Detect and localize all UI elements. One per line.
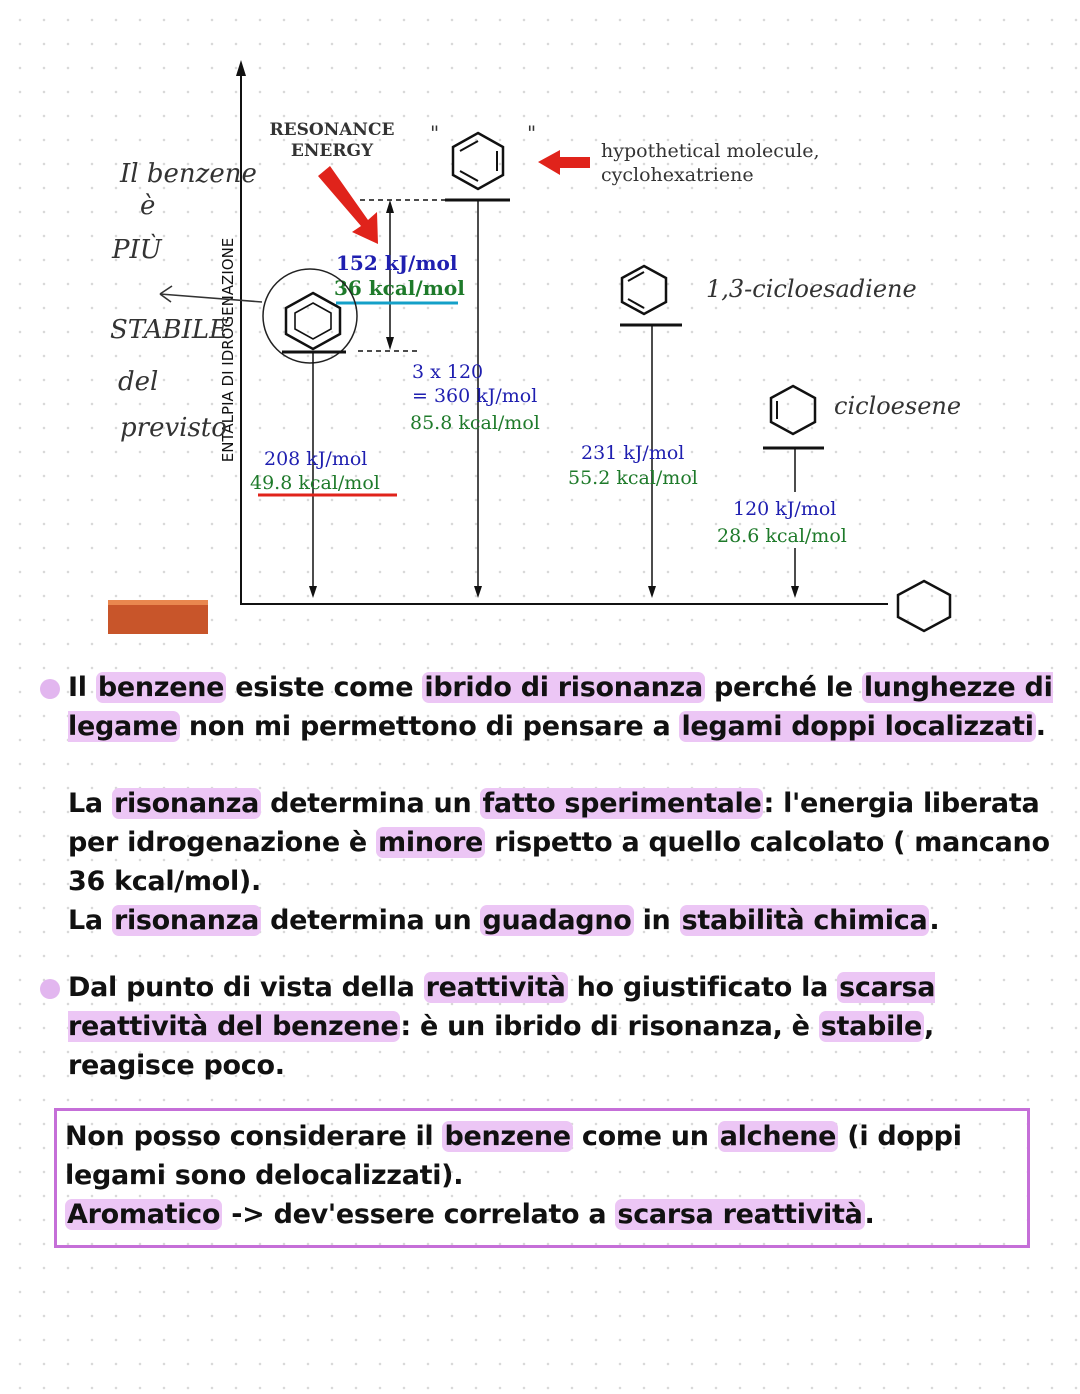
diene-kj: 231 kJ/mol (581, 442, 684, 464)
text-run: : l'energia liberata per idrogenazione è (68, 788, 1040, 858)
alkene-kj: 120 kJ/mol (733, 498, 836, 520)
resonance-arrow-icon (318, 166, 378, 244)
text-run: come un (572, 1121, 718, 1152)
note-paragraph-2: La risonanza determina un fatto sperimen… (68, 784, 1058, 901)
text-run: La (68, 905, 112, 936)
text-run: determina un (261, 905, 481, 936)
summary-box: Non posso considerare il benzene come un… (54, 1108, 1030, 1248)
bullet-icon (40, 679, 60, 699)
box-paragraph: Non posso considerare il benzene come un… (65, 1117, 1025, 1234)
highlighted-text: stabile (818, 1011, 924, 1042)
highlighted-text: fatto sperimentale (480, 788, 764, 819)
highlighted-text: benzene (95, 672, 227, 703)
highlighted-text: legami doppi localizzati (679, 711, 1036, 742)
gap-arrow-up (386, 200, 394, 213)
text-run: . (929, 905, 940, 936)
text-run: Non posso considerare il (65, 1121, 443, 1152)
diene-kcal: 55.2 kcal/mol (568, 467, 698, 489)
note-text-4: Dal punto di vista della reattività ho g… (68, 972, 936, 1081)
text-run: . (1035, 711, 1046, 742)
diagram-canvas: ENTALPIA DI IDROGENAZIONE RESONANCE ENER… (110, 60, 961, 633)
text-run: . (864, 1199, 875, 1230)
text-run: perché le (704, 672, 862, 703)
text-run: Dal punto di vista della (68, 972, 424, 1003)
alkene-name: cicloesene (834, 392, 961, 420)
note-text-3: La risonanza determina un guadagno in st… (68, 905, 940, 936)
bullet-icon (40, 979, 60, 999)
text-run: : è un ibrido di risonanza, è (400, 1011, 819, 1042)
resonance-kj: 152 kJ/mol (336, 251, 458, 275)
text-run: -> dev'essere correlato a (222, 1199, 616, 1230)
text-run: determina un (261, 788, 481, 819)
text-run: rispetto a quello calcolato ( mancano 36… (68, 827, 1050, 897)
highlighted-text: risonanza (111, 788, 262, 819)
color-block (108, 600, 208, 634)
text-run: esiste come (226, 672, 423, 703)
benzene-kj: 208 kJ/mol (264, 448, 367, 470)
benzene-drop-arrowhead (309, 586, 317, 598)
note-line-1: Il benzene (119, 159, 257, 189)
text-run: non mi permettono di pensare a (179, 711, 680, 742)
box-text-2: Aromatico -> dev'essere correlato a scar… (65, 1199, 875, 1230)
highlighted-text: Aromatico (65, 1199, 223, 1230)
y-axis-arrowhead (236, 60, 246, 76)
note-paragraph-4: Dal punto di vista della reattività ho g… (40, 968, 1058, 1085)
triene-line2: = 360 kJ/mol (412, 385, 537, 407)
text-run: ho giustificato la (567, 972, 838, 1003)
text-run: Il (68, 672, 96, 703)
diene-name: 1,3-cicloesadiene (706, 275, 917, 303)
resonance-label-1: RESONANCE (270, 120, 395, 140)
triene-line1: 3 x 120 (412, 361, 483, 383)
benzene-structure-icon (284, 291, 342, 351)
handwritten-benzene-note: Il benzene è PIÙ STABILE del previsto (110, 159, 263, 443)
highlighted-text: stabilità chimica (679, 905, 930, 936)
note-line-6: previsto (120, 413, 227, 443)
note-line-4: STABILE (110, 315, 228, 345)
cyclohexatriene-structure-icon (451, 131, 505, 191)
box-text-1: Non posso considerare il benzene come un… (65, 1121, 962, 1191)
cyclohexene-structure-icon (769, 384, 817, 436)
highlighted-text: scarsa reattività (615, 1199, 865, 1230)
quote-right: " (527, 121, 536, 145)
highlighted-text: risonanza (111, 905, 262, 936)
resonance-kcal: 36 kcal/mol (334, 276, 465, 300)
benzene-circle (262, 268, 358, 364)
alkene-kcal: 28.6 kcal/mol (717, 525, 847, 547)
note-paragraph-3: La risonanza determina un guadagno in st… (68, 901, 1058, 940)
highlighted-text: ibrido di risonanza (422, 672, 705, 703)
hypothetical-label-1: hypothetical molecule, (601, 140, 820, 162)
axis-label: ENTALPIA DI IDROGENAZIONE (219, 238, 237, 463)
quote-left: " (430, 121, 439, 145)
diene-drop-arrowhead (648, 586, 656, 598)
highlighted-text: alchene (717, 1121, 839, 1152)
hydrogenation-diagram: ENTALPIA DI IDROGENAZIONE RESONANCE ENER… (0, 0, 1080, 660)
cyclohexadiene-structure-icon (620, 264, 668, 316)
cyclohexane-structure-icon (896, 579, 952, 633)
note-line-3: PIÙ (111, 233, 163, 265)
highlighted-text: minore (376, 827, 486, 858)
triene-line3: 85.8 kcal/mol (410, 412, 540, 434)
note-line-2: è (140, 191, 155, 221)
highlighted-text: benzene (442, 1121, 573, 1152)
text-run: (i doppi legami sono delocalizzati). (65, 1121, 962, 1191)
text-run: , reagisce poco. (68, 1011, 934, 1081)
note-text-2: La risonanza determina un fatto sperimen… (68, 788, 1050, 897)
alkene-drop-arrowhead (791, 586, 799, 598)
text-run: in (633, 905, 680, 936)
gap-arrow-down (386, 337, 394, 350)
highlighted-text: guadagno (480, 905, 634, 936)
highlighted-text: reattività (423, 972, 568, 1003)
note-text-1: Il benzene esiste come ibrido di risonan… (68, 672, 1053, 742)
note-line-5: del (118, 367, 158, 397)
triene-drop-arrowhead (474, 586, 482, 598)
pointer-arrow-icon (538, 150, 590, 175)
resonance-label-2: ENERGY (291, 141, 374, 161)
benzene-kcal: 49.8 kcal/mol (250, 472, 380, 494)
hypothetical-label-2: cyclohexatriene (601, 164, 754, 186)
note-paragraph-1: Il benzene esiste come ibrido di risonan… (40, 668, 1058, 746)
text-run: La (68, 788, 112, 819)
